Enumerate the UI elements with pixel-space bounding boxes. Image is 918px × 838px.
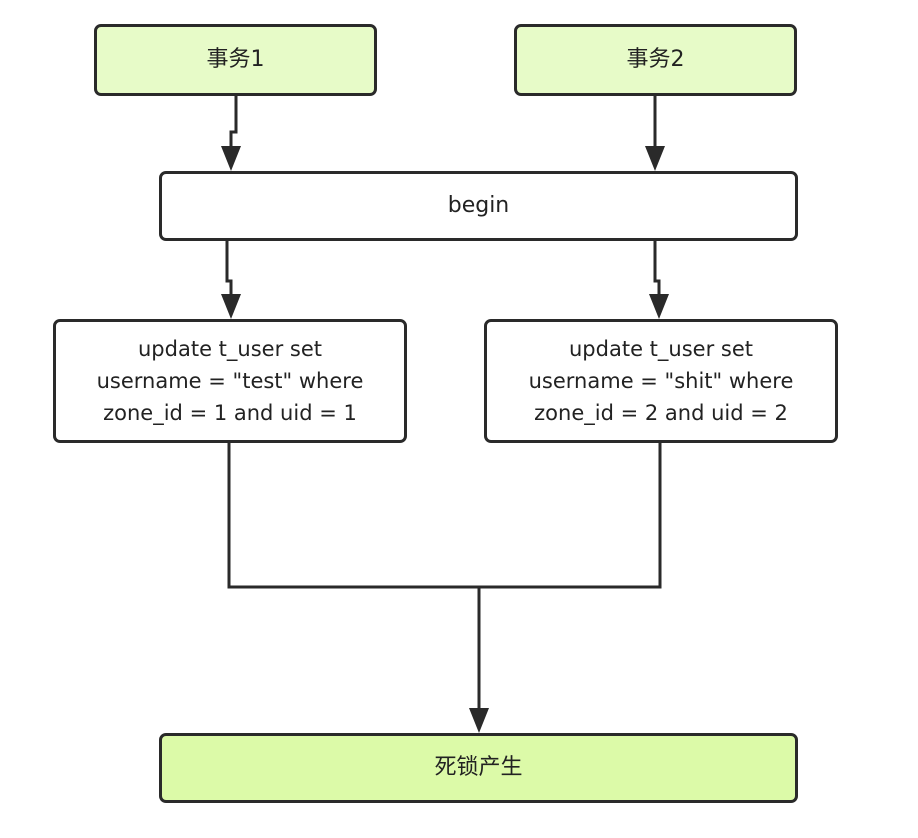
edge-transaction1-to-begin xyxy=(229,96,238,146)
update-statement-1-node: update t_user set username = "test" wher… xyxy=(53,319,407,443)
begin-label: begin xyxy=(447,193,510,218)
update-statement-2-node: update t_user set username = "shit" wher… xyxy=(484,319,838,443)
edge-begin-to-update1 xyxy=(225,241,233,294)
update-statement-2-text: update t_user set username = "shit" wher… xyxy=(529,333,794,429)
update-1-line-3: zone_id = 1 and uid = 1 xyxy=(103,401,357,425)
arrowhead-transaction1-to-begin xyxy=(221,146,241,171)
begin-node: begin xyxy=(159,171,798,241)
arrowhead-merge-to-deadlock xyxy=(469,708,489,733)
update-1-line-1: update t_user set xyxy=(138,337,322,361)
deadlock-node: 死锁产生 xyxy=(159,733,798,803)
update-2-line-1: update t_user set xyxy=(569,337,753,361)
update-statement-1-text: update t_user set username = "test" wher… xyxy=(97,333,364,429)
update-1-line-2: username = "test" where xyxy=(96,369,364,393)
deadlock-label: 死锁产生 xyxy=(434,755,523,780)
edge-begin-to-update2 xyxy=(653,241,661,294)
update-2-line-3: zone_id = 2 and uid = 2 xyxy=(534,401,788,425)
transaction-2-label: 事务2 xyxy=(626,47,685,72)
edge-update2-to-merge xyxy=(479,443,662,589)
transaction-2-node: 事务2 xyxy=(514,24,797,96)
update-2-line-2: username = "shit" where xyxy=(528,369,794,393)
arrowhead-begin-to-update2 xyxy=(649,294,669,319)
transaction-1-node: 事务1 xyxy=(94,24,377,96)
edge-update1-to-merge xyxy=(227,443,479,589)
arrowhead-begin-to-update1 xyxy=(221,294,241,319)
arrowhead-transaction2-to-begin xyxy=(645,146,665,171)
transaction-1-label: 事务1 xyxy=(206,47,265,72)
